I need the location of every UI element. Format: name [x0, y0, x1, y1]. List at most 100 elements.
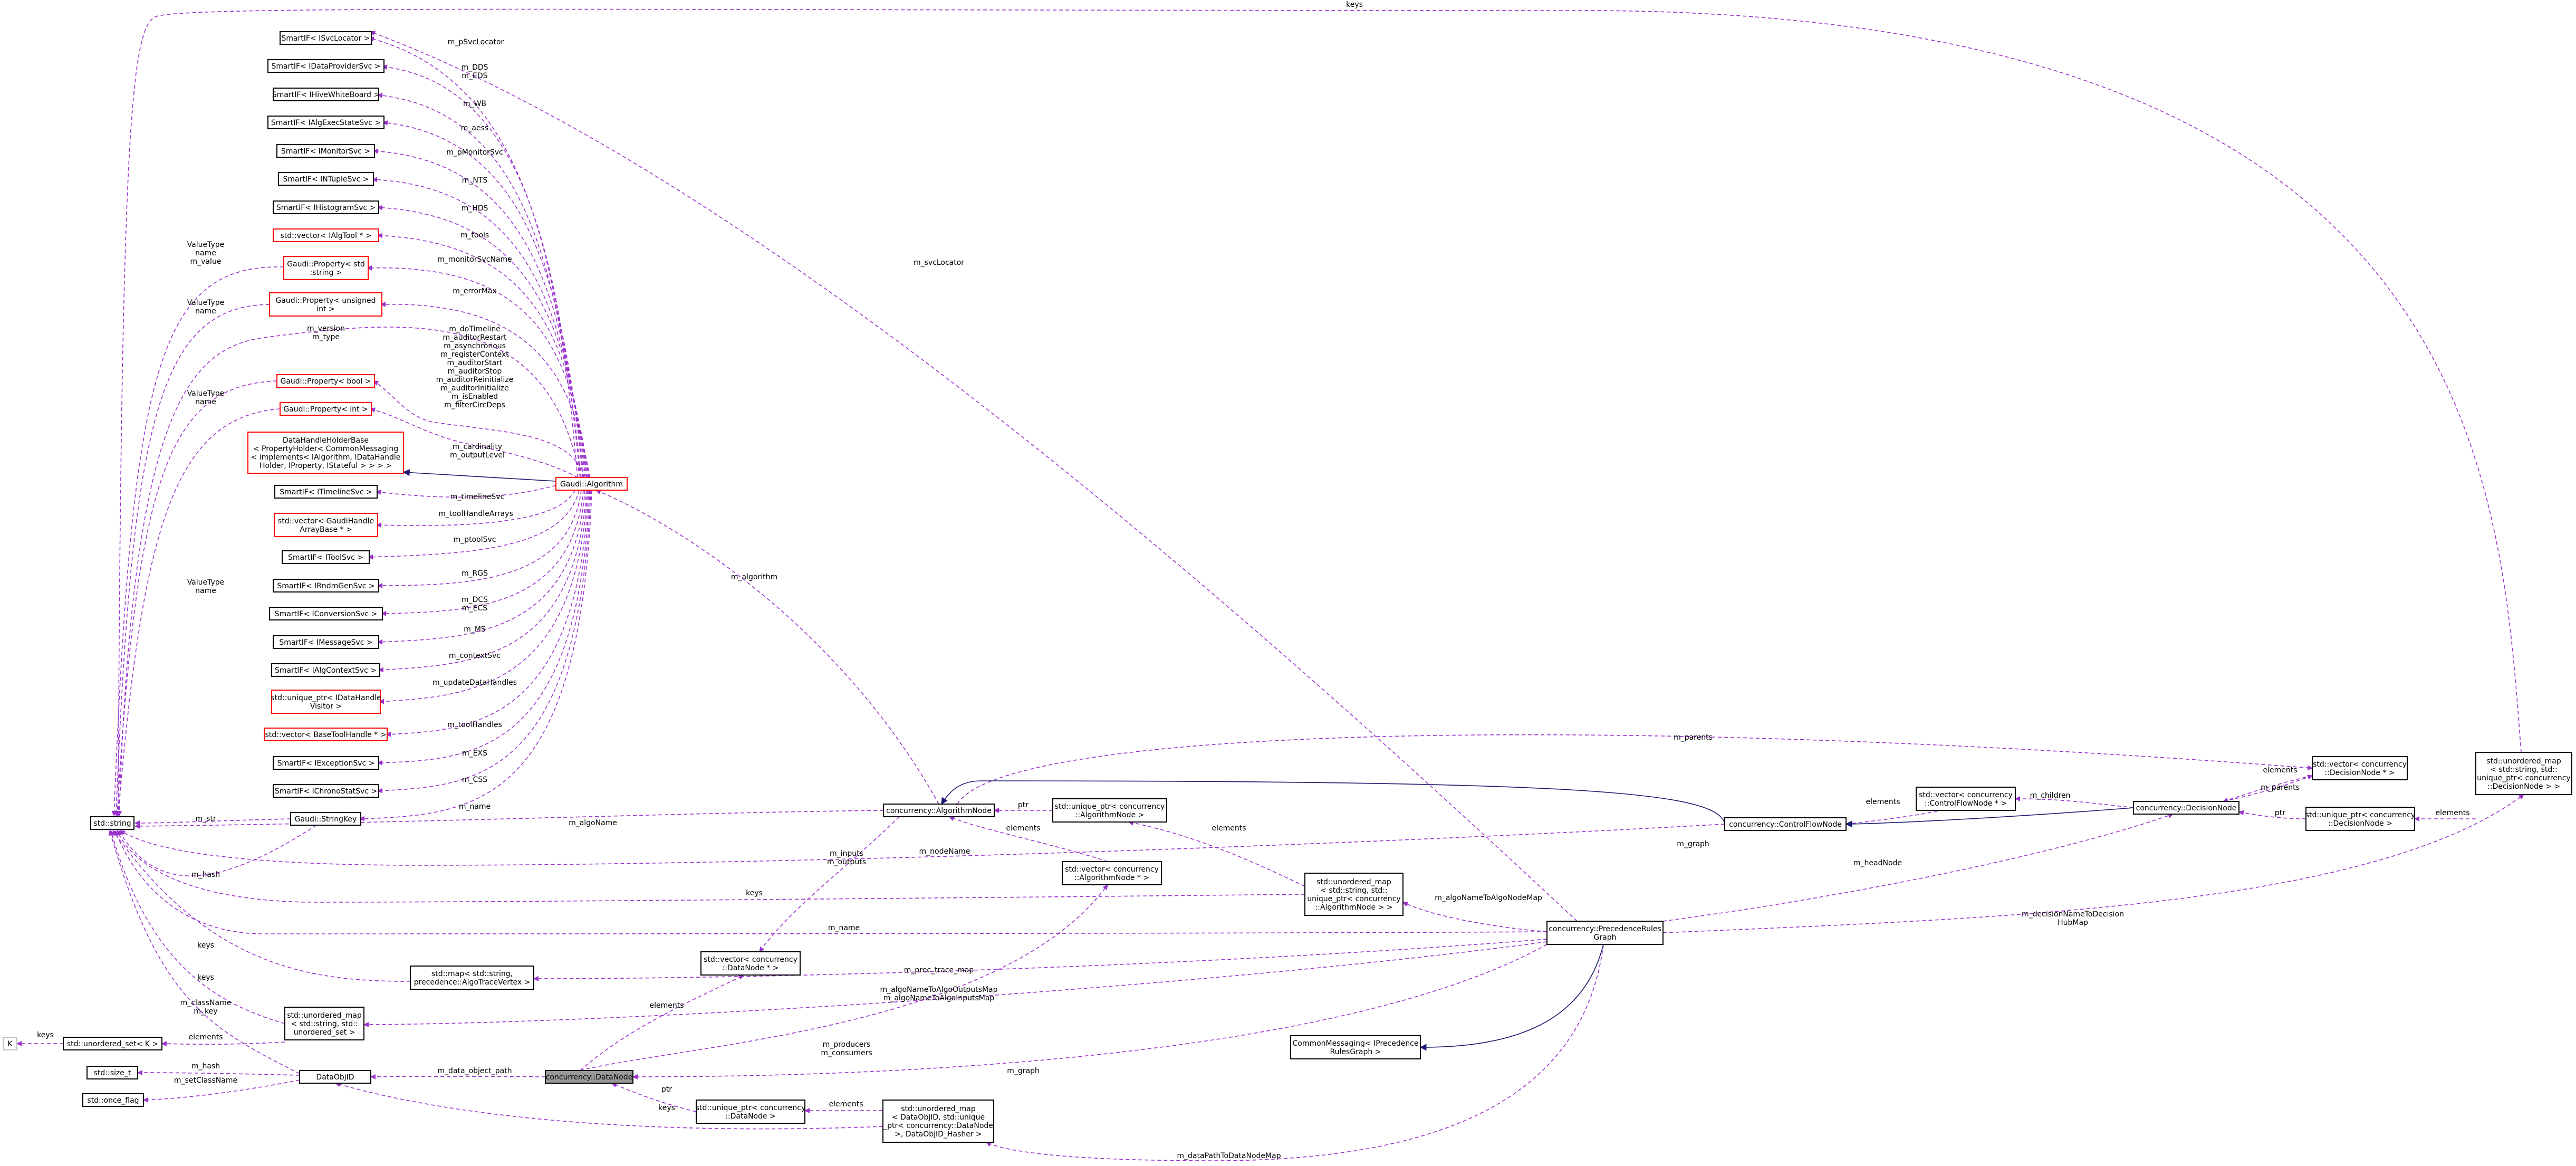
class-node-label: ::AlgorithmNode > > — [1315, 903, 1393, 912]
class-node-veccfnode[interactable]: std::vector< concurrency::ControlFlowNod… — [1916, 787, 2016, 811]
edge-label: keys — [1346, 1, 1363, 9]
edge-label: m_algoName — [569, 819, 617, 827]
class-node-vecalgnode[interactable]: std::vector< concurrency::AlgorithmNode … — [1062, 861, 1162, 885]
class-node-umapdecnode[interactable]: std::unordered_map< std::string, std::un… — [2475, 752, 2572, 795]
edge-label: m_RGS — [462, 569, 488, 578]
class-node-label: SmartIF< INTupleSvc > — [283, 175, 369, 184]
usage-edge — [367, 265, 589, 478]
edge-label-line: m_setClassName — [174, 1076, 237, 1085]
class-node-uniquedecnode[interactable]: std::unique_ptr< concurrency::DecisionNo… — [2305, 807, 2416, 831]
class-node-label: std::unique_ptr< concurrency — [1055, 802, 1165, 811]
class-node-exception[interactable]: SmartIF< IExceptionSvc > — [273, 756, 379, 770]
edge-label-line: m_aess — [461, 124, 488, 132]
class-node-label: Gaudi::Property< bool > — [280, 377, 371, 386]
usage-edge — [377, 490, 582, 588]
class-node-umapalgnode[interactable]: std::unordered_map< std::string, std::un… — [1304, 873, 1404, 916]
class-node-label: SmartIF< IChronoStatSvc > — [275, 787, 377, 796]
usage-edge — [533, 939, 1547, 981]
class-node-message[interactable]: SmartIF< IMessageSvc > — [273, 635, 379, 649]
class-node-algcontext[interactable]: SmartIF< IAlgContextSvc > — [271, 663, 380, 677]
class-node-box — [3, 1037, 17, 1050]
edge-label-line: m_algoNameToAlgoNodeMap — [1435, 894, 1542, 902]
edge-label: ptr — [1018, 801, 1029, 809]
class-node-algexec[interactable]: SmartIF< IAlgExecStateSvc > — [267, 116, 385, 129]
edge-label: elements — [188, 1033, 223, 1041]
class-node-vecdecnode[interactable]: std::vector< concurrency::DecisionNode *… — [2312, 756, 2408, 780]
class-node-cfnode[interactable]: concurrency::ControlFlowNode — [1724, 817, 1847, 831]
class-node-dataprovider[interactable]: SmartIF< IDataProviderSvc > — [267, 59, 385, 73]
edge-label: m_WB — [463, 100, 486, 108]
class-node-histo[interactable]: SmartIF< IHistogramSvc > — [273, 200, 379, 214]
edge-label-line: keys — [37, 1031, 54, 1039]
class-node-hivewb[interactable]: SmartIF< IHiveWhiteBoard > — [272, 88, 380, 101]
edge-label-line: m_algoName — [569, 819, 617, 827]
edge-label-line: m_auditorStop — [448, 367, 502, 376]
edge-label-line: m_svcLocator — [914, 259, 964, 267]
edge-label: elements — [829, 1100, 863, 1108]
class-node-propint[interactable]: Gaudi::Property< int > — [280, 402, 372, 416]
class-node-svclocator[interactable]: SmartIF< ISvcLocator > — [280, 31, 372, 45]
class-node-toolsvc[interactable]: SmartIF< IToolSvc > — [282, 550, 370, 564]
class-node-basetool[interactable]: std::vector< BaseToolHandle * > — [264, 728, 388, 741]
class-node-dataobjid[interactable]: DataObjID — [299, 1070, 371, 1084]
usage-edge — [363, 941, 1547, 1027]
usage-edge — [376, 490, 575, 528]
class-node-box — [2312, 756, 2408, 780]
class-node-algorithm[interactable]: Gaudi::Algorithm — [555, 477, 628, 491]
class-node-monitor[interactable]: SmartIF< IMonitorSvc > — [276, 144, 375, 158]
class-node-dhholder[interactable]: DataHandleHolderBase< PropertyHolder< Co… — [247, 432, 404, 474]
class-node-algtool[interactable]: std::vector< IAlgTool * > — [273, 228, 379, 242]
edge-label-line: m_pSvcLocator — [448, 38, 504, 46]
class-node-conversion[interactable]: SmartIF< IConversionSvc > — [269, 607, 383, 620]
edge-label-line: m_algorithm — [731, 573, 777, 581]
class-node-label: _ptr< concurrency::DataNode — [883, 1122, 993, 1130]
edge-label-line: ValueType — [187, 299, 225, 307]
usage-edge — [377, 490, 591, 794]
class-node-label: concurrency::PrecedenceRules — [1549, 925, 1661, 933]
class-node-unorderedsetK[interactable]: std::unordered_set< K > — [63, 1037, 162, 1050]
edge-label: ptr — [661, 1085, 672, 1094]
class-node-stringkey[interactable]: Gaudi::StringKey — [290, 812, 361, 826]
usage-edge — [370, 31, 1578, 922]
edge-label: m_str — [195, 815, 216, 823]
class-node-uniquedatanode[interactable]: std::unique_ptr< concurrency::DataNode > — [696, 1100, 806, 1124]
usage-edge — [113, 304, 270, 816]
class-node-propstr[interactable]: Gaudi::Property< std:string > — [283, 256, 369, 280]
class-node-ntuple[interactable]: SmartIF< INTupleSvc > — [278, 172, 374, 186]
usage-edge — [116, 8, 2522, 816]
class-node-box — [276, 374, 375, 388]
class-node-vecdatanode[interactable]: std::vector< concurrency::DataNode * > — [700, 951, 801, 976]
edge-label-line: m_HDS — [462, 204, 488, 213]
class-node-label: std::vector< BaseToolHandle * > — [265, 731, 387, 739]
class-node-datanode[interactable]: concurrency::DataNode — [545, 1070, 633, 1084]
usage-edge — [957, 734, 2313, 805]
class-node-decnode[interactable]: concurrency::DecisionNode — [2133, 801, 2239, 815]
edge-label: m_parents — [2261, 783, 2300, 792]
class-node-stdstring[interactable]: std::string — [90, 816, 134, 830]
class-node-umapstrset[interactable]: std::unordered_map< std::string, std::un… — [284, 1007, 364, 1040]
class-node-sizet[interactable]: std::size_t — [86, 1066, 138, 1079]
class-node-mapvertex[interactable]: std::map< std::string,precedence::AlgoTr… — [410, 966, 534, 990]
class-node-label: concurrency::AlgorithmNode — [886, 807, 992, 815]
class-node-label: < std::string, std:: — [1320, 886, 1387, 895]
class-node-algnode[interactable]: concurrency::AlgorithmNode — [883, 804, 995, 817]
class-node-propbool[interactable]: Gaudi::Property< bool > — [276, 374, 375, 388]
class-node-onceflag[interactable]: std::once_flag — [82, 1093, 144, 1107]
class-node-rndm[interactable]: SmartIF< IRndmGenSvc > — [273, 579, 379, 592]
class-node-uniquealgnode[interactable]: std::unique_ptr< concurrency::AlgorithmN… — [1052, 798, 1167, 823]
inheritance-edge — [1845, 807, 2134, 828]
class-node-timeline[interactable]: SmartIF< ITimelineSvc > — [274, 485, 378, 499]
usage-edge — [109, 830, 285, 1024]
class-node-K[interactable]: K — [3, 1037, 17, 1050]
edge-label-line: m_timelineSvc — [450, 493, 504, 501]
edge-label-line: m_str — [195, 815, 216, 823]
class-node-umapdataobj[interactable]: std::unordered_map< DataObjID, std::uniq… — [882, 1100, 994, 1143]
usage-edge — [949, 816, 1108, 862]
class-node-box — [247, 432, 404, 474]
class-node-chrono[interactable]: SmartIF< IChronoStatSvc > — [273, 784, 379, 798]
